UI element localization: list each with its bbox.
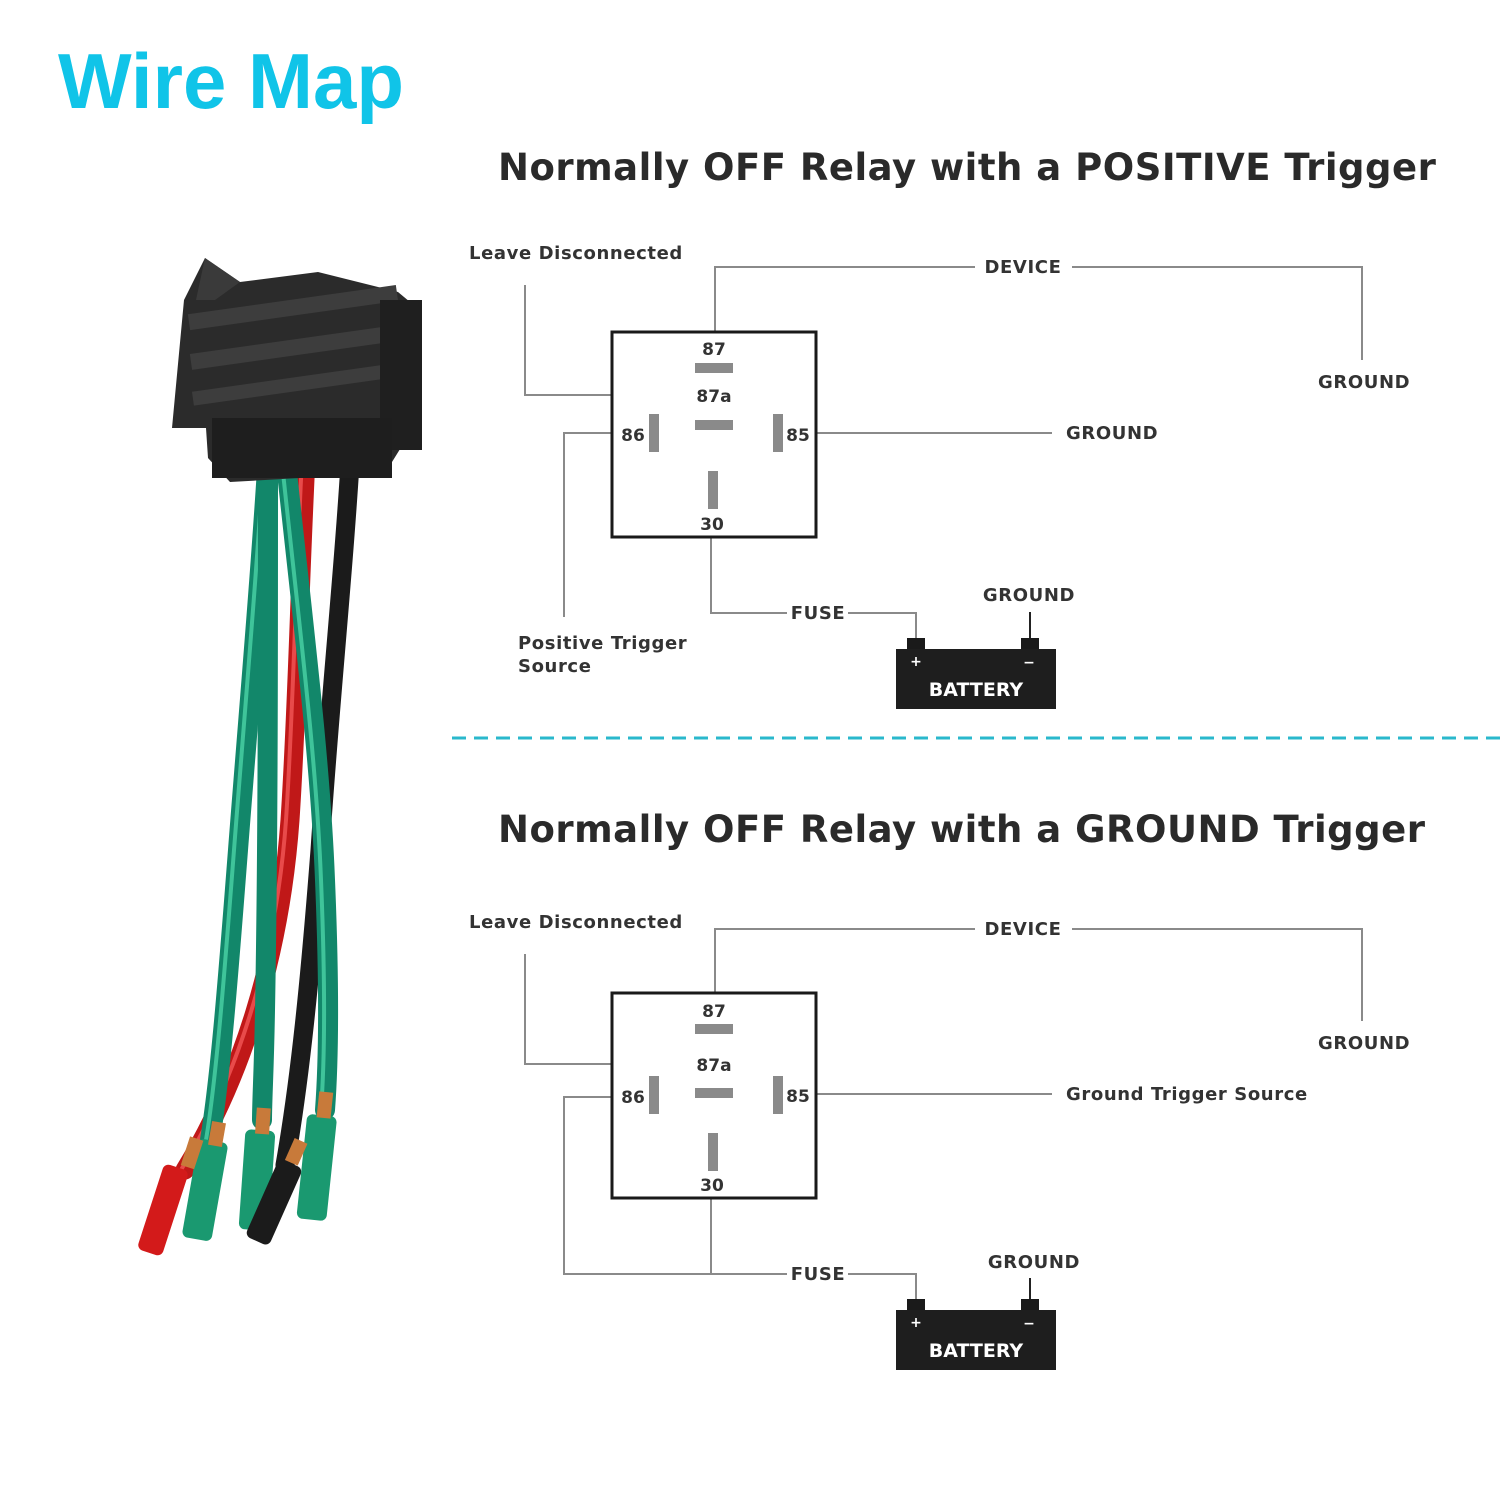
connector-rib-1 bbox=[187, 285, 399, 331]
battery-2-body bbox=[896, 1310, 1056, 1370]
wire-fuse-battery-2 bbox=[848, 1273, 917, 1301]
relay-2-label-85: 85 bbox=[786, 1087, 810, 1107]
diagram-2-title: Normally OFF Relay with a GROUND Trigger bbox=[498, 808, 1426, 851]
wire-terminals bbox=[138, 1091, 337, 1256]
label-positive-trigger-line2: Source bbox=[518, 656, 592, 677]
battery-1: + − BATTERY bbox=[896, 638, 1056, 709]
relay-2-label-87a: 87a bbox=[696, 1056, 731, 1076]
label-ground-trigger-source: Ground Trigger Source bbox=[1066, 1084, 1308, 1105]
green-terminal-3 bbox=[296, 1114, 337, 1221]
battery-2-plus: + bbox=[910, 1315, 922, 1331]
copper-5 bbox=[316, 1091, 334, 1119]
red-terminal bbox=[138, 1164, 188, 1256]
battery-2-minus: − bbox=[1023, 1316, 1035, 1332]
green-terminal-1 bbox=[182, 1139, 228, 1241]
green-wire-left-highlight bbox=[204, 419, 268, 1141]
battery-2: + − BATTERY bbox=[896, 1299, 1056, 1370]
relay-2-label-86: 86 bbox=[621, 1088, 645, 1108]
relay-1-label-85: 85 bbox=[786, 426, 810, 446]
wire-fuse-battery bbox=[848, 612, 917, 640]
relay-1-pin-85 bbox=[773, 414, 783, 452]
connector-tab bbox=[196, 258, 240, 300]
relay-2-pin-86 bbox=[649, 1076, 659, 1114]
copper-2 bbox=[208, 1120, 226, 1148]
battery-1-neg-terminal bbox=[1021, 638, 1039, 650]
battery-2-label: BATTERY bbox=[929, 1340, 1024, 1362]
relay-1-pin-86 bbox=[649, 414, 659, 452]
green-wire-middle bbox=[252, 460, 278, 1130]
battery-1-pos-terminal bbox=[907, 638, 925, 650]
diagram-1-title: Normally OFF Relay with a POSITIVE Trigg… bbox=[498, 146, 1437, 189]
relay-1-pin-30 bbox=[708, 471, 718, 509]
label-leave-disconnected-2: Leave Disconnected bbox=[469, 912, 683, 933]
harness-wires bbox=[175, 410, 362, 1180]
relay-1-label-30: 30 bbox=[700, 515, 724, 535]
wire-87-to-device bbox=[714, 266, 975, 332]
wire-87-to-device-2 bbox=[714, 928, 975, 993]
diagram-ground-trigger: Normally OFF Relay with a GROUND Trigger… bbox=[469, 808, 1426, 1370]
label-device-2: DEVICE bbox=[985, 919, 1062, 940]
battery-2-pos-terminal bbox=[907, 1299, 925, 1311]
wire-30-fuse-2 bbox=[710, 1198, 787, 1275]
label-device-ground-2: GROUND bbox=[1318, 1033, 1410, 1054]
battery-1-minus: − bbox=[1023, 655, 1035, 671]
relay-2-pin-85 bbox=[773, 1076, 783, 1114]
wire-30-fuse bbox=[710, 537, 787, 614]
green-wire-right bbox=[272, 415, 339, 1120]
wire-86-trigger bbox=[563, 432, 612, 617]
label-positive-trigger-line1: Positive Trigger bbox=[518, 633, 687, 654]
relay-2-pin-30 bbox=[708, 1133, 718, 1171]
relay-2-pin-87a bbox=[695, 1088, 733, 1098]
copper-1 bbox=[180, 1136, 204, 1170]
diagram-positive-trigger: Normally OFF Relay with a POSITIVE Trigg… bbox=[469, 146, 1437, 709]
wire-device-to-ground bbox=[1072, 266, 1363, 360]
battery-1-body bbox=[896, 649, 1056, 709]
label-device-1: DEVICE bbox=[985, 257, 1062, 278]
copper-3 bbox=[255, 1107, 271, 1135]
relay-2-pin-87 bbox=[695, 1024, 733, 1034]
main-title: Wire Map bbox=[58, 37, 404, 125]
black-terminal bbox=[246, 1160, 302, 1245]
relay-2-label-87: 87 bbox=[702, 1002, 726, 1022]
relay-harness-image bbox=[138, 258, 422, 1256]
relay-2-label-30: 30 bbox=[700, 1176, 724, 1196]
relay-1-label-87: 87 bbox=[702, 340, 726, 360]
label-fuse-2: FUSE bbox=[791, 1264, 846, 1285]
connector-rib-2 bbox=[189, 324, 401, 370]
connector-rib-3 bbox=[191, 362, 402, 406]
relay-1-pin-87a bbox=[695, 420, 733, 430]
copper-4 bbox=[284, 1138, 308, 1166]
battery-1-plus: + bbox=[910, 654, 922, 670]
battery-1-label: BATTERY bbox=[929, 679, 1024, 701]
connector-base bbox=[212, 418, 392, 478]
relay-1-label-86: 86 bbox=[621, 426, 645, 446]
relay-1-label-87a: 87a bbox=[696, 387, 731, 407]
battery-2-neg-terminal bbox=[1021, 1299, 1039, 1311]
wire-device-to-ground-2 bbox=[1072, 928, 1363, 1021]
label-battery-ground-1: GROUND bbox=[983, 585, 1075, 606]
relay-1-pin-87 bbox=[695, 363, 733, 373]
label-device-ground-1: GROUND bbox=[1318, 372, 1410, 393]
green-wire-right-highlight bbox=[276, 424, 327, 1111]
label-battery-ground-2: GROUND bbox=[988, 1252, 1080, 1273]
wire-86-to-fuse-2 bbox=[563, 1096, 711, 1275]
relay-socket-connector bbox=[172, 258, 422, 482]
label-leave-disconnected-1: Leave Disconnected bbox=[469, 243, 683, 264]
label-fuse-1: FUSE bbox=[791, 603, 846, 624]
label-pin85-ground-1: GROUND bbox=[1066, 423, 1158, 444]
